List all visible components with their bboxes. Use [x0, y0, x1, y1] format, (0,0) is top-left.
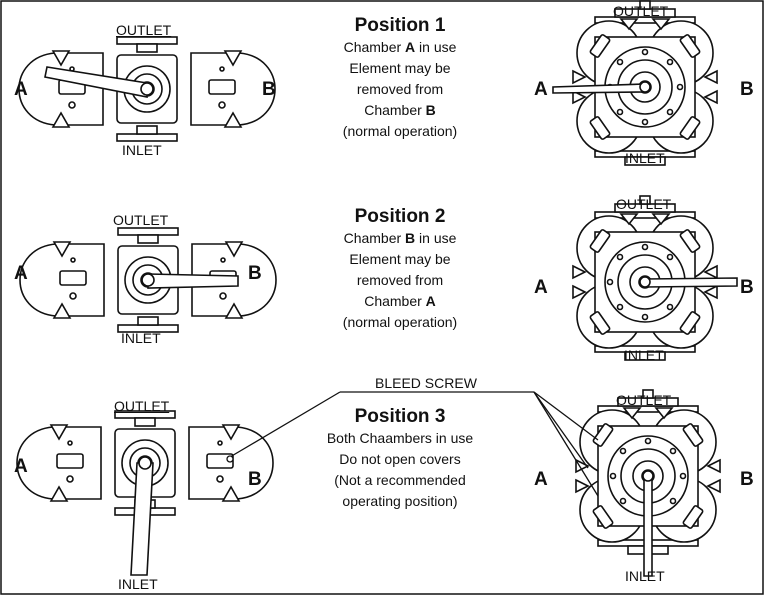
- top-view-position-3: [575, 389, 721, 577]
- position-3-line: Both Chaambers in use: [326, 430, 474, 446]
- bleed-screw-label: BLEED SCREW: [375, 375, 477, 391]
- front-view-position-2: [19, 227, 277, 333]
- outlet-top-label-2: OUTLET: [616, 196, 672, 212]
- bleed-screw-leaders: [229, 391, 599, 497]
- chamber-b-top-label-3: B: [740, 469, 754, 490]
- position-1-line: Chamber B: [364, 102, 436, 118]
- inlet-top-label-1: INLET: [625, 150, 665, 166]
- position-3-line: operating position): [342, 493, 458, 509]
- position-3-text: Position 3 Both Chaambers in use Do not …: [310, 405, 490, 512]
- position-2-line: Chamber B in use: [343, 230, 457, 246]
- position-2-line: removed from: [356, 272, 444, 288]
- outlet-label-1: OUTLET: [116, 22, 172, 38]
- chamber-a-label-3: A: [14, 456, 28, 477]
- inlet-label-1: INLET: [122, 142, 162, 158]
- position-3-title: Position 3: [354, 406, 446, 427]
- position-1-title: Position 1: [354, 15, 446, 36]
- position-1-line: removed from: [356, 81, 444, 97]
- front-view-position-1: [18, 36, 276, 142]
- position-2-title: Position 2: [354, 206, 446, 227]
- position-1-line: Chamber A in use: [343, 39, 457, 55]
- position-3-line: Do not open covers: [339, 451, 461, 467]
- position-1-line: Element may be: [349, 60, 451, 76]
- position-3-line: (Not a recommended: [334, 472, 466, 488]
- chamber-a-top-label-1: A: [534, 79, 548, 100]
- chamber-a-label-2: A: [14, 263, 28, 284]
- inlet-top-label-2: INLET: [624, 347, 664, 363]
- chamber-b-top-label-2: B: [740, 277, 754, 298]
- chamber-a-top-label-3: A: [534, 469, 548, 490]
- inlet-label-3: INLET: [118, 576, 158, 592]
- inlet-top-label-3: INLET: [625, 568, 665, 584]
- position-2-text: Position 2 Chamber B in use Element may …: [325, 205, 475, 333]
- chamber-b-label-3: B: [248, 469, 262, 490]
- top-view-position-1: [552, 0, 718, 166]
- chamber-a-label-1: A: [14, 79, 28, 100]
- chamber-b-top-label-1: B: [740, 79, 754, 100]
- inlet-label-2: INLET: [121, 330, 161, 346]
- top-view-position-2: [572, 195, 738, 361]
- chamber-a-top-label-2: A: [534, 277, 548, 298]
- chamber-b-label-1: B: [262, 79, 276, 100]
- outlet-top-label-1: OUTLET: [613, 3, 669, 19]
- chamber-b-label-2: B: [248, 263, 262, 284]
- position-1-text: Position 1 Chamber A in use Element may …: [325, 14, 475, 142]
- position-2-line: Chamber A: [364, 293, 436, 309]
- outlet-label-2: OUTLET: [113, 212, 169, 228]
- bleed-screw-point: [226, 455, 234, 463]
- position-2-line: (normal operation): [342, 314, 458, 330]
- outlet-label-3: OUTLET: [114, 398, 170, 414]
- position-2-line: Element may be: [349, 251, 451, 267]
- outlet-top-label-3: OUTLET: [616, 392, 672, 408]
- position-1-line: (normal operation): [342, 123, 458, 139]
- front-view-position-3: [16, 410, 274, 576]
